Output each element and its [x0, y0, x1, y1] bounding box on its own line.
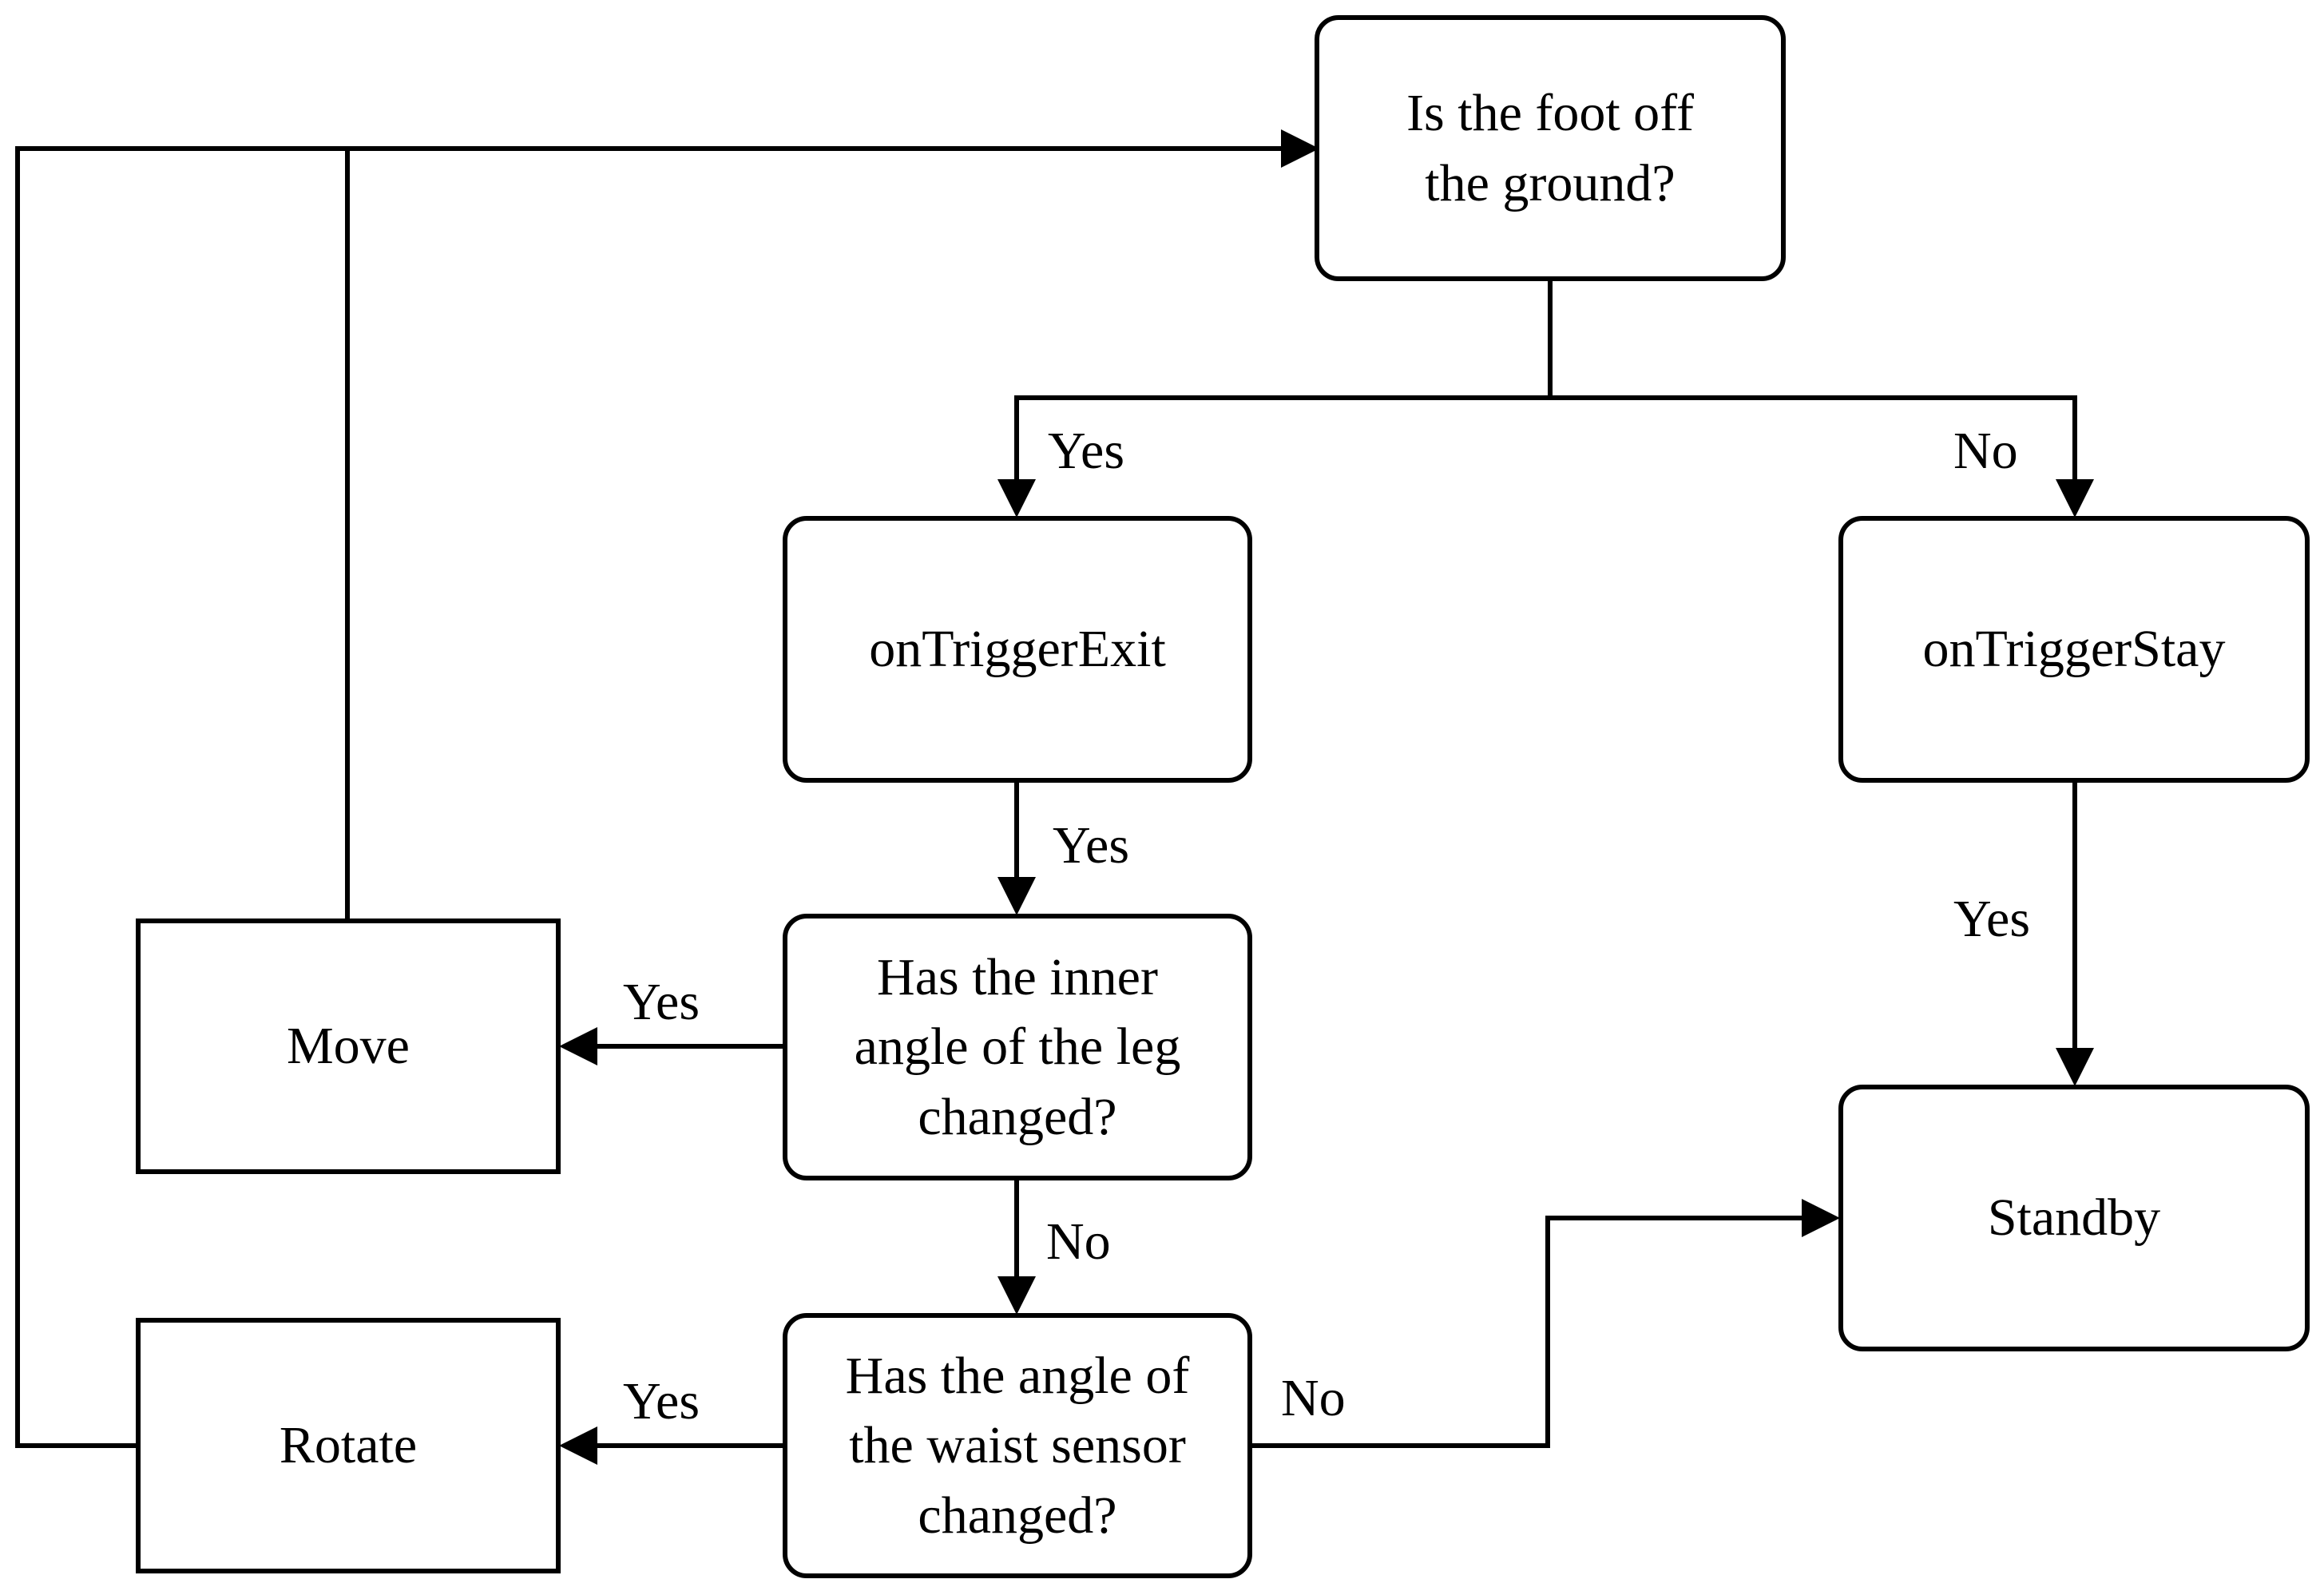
edge-label-stay-yes: Yes — [1953, 890, 2031, 948]
edge-waist-no — [1252, 1199, 1840, 1448]
process-move: Move — [136, 918, 561, 1174]
process-on-trigger-exit-text: onTriggerExit — [869, 620, 1166, 679]
process-on-trigger-exit: onTriggerExit — [783, 516, 1252, 783]
edge-rotate-to-foot-off — [15, 129, 1319, 1448]
process-move-text: Move — [287, 1017, 410, 1076]
process-on-trigger-stay-text: onTriggerStay — [1922, 620, 2226, 679]
edge-label-waist-yes: Yes — [623, 1372, 700, 1430]
edge-foot-off-yes — [997, 395, 1550, 518]
edge-label-foot-off-yes: Yes — [1048, 422, 1125, 480]
edge-label-inner-angle-yes: Yes — [623, 973, 700, 1031]
edge-label-waist-no: No — [1281, 1369, 1346, 1427]
edge-label-foot-off-no: No — [1953, 422, 2018, 480]
edge-label-inner-angle-no: No — [1046, 1212, 1111, 1271]
process-standby-text: Standby — [1987, 1188, 2161, 1248]
process-rotate-text: Rotate — [279, 1416, 418, 1475]
process-standby: Standby — [1838, 1085, 2310, 1351]
edge-label-exit-yes: Yes — [1053, 816, 1130, 875]
process-on-trigger-stay: onTriggerStay — [1838, 516, 2310, 783]
edge-foot-off-no — [1550, 395, 2094, 518]
process-rotate: Rotate — [136, 1318, 561, 1573]
